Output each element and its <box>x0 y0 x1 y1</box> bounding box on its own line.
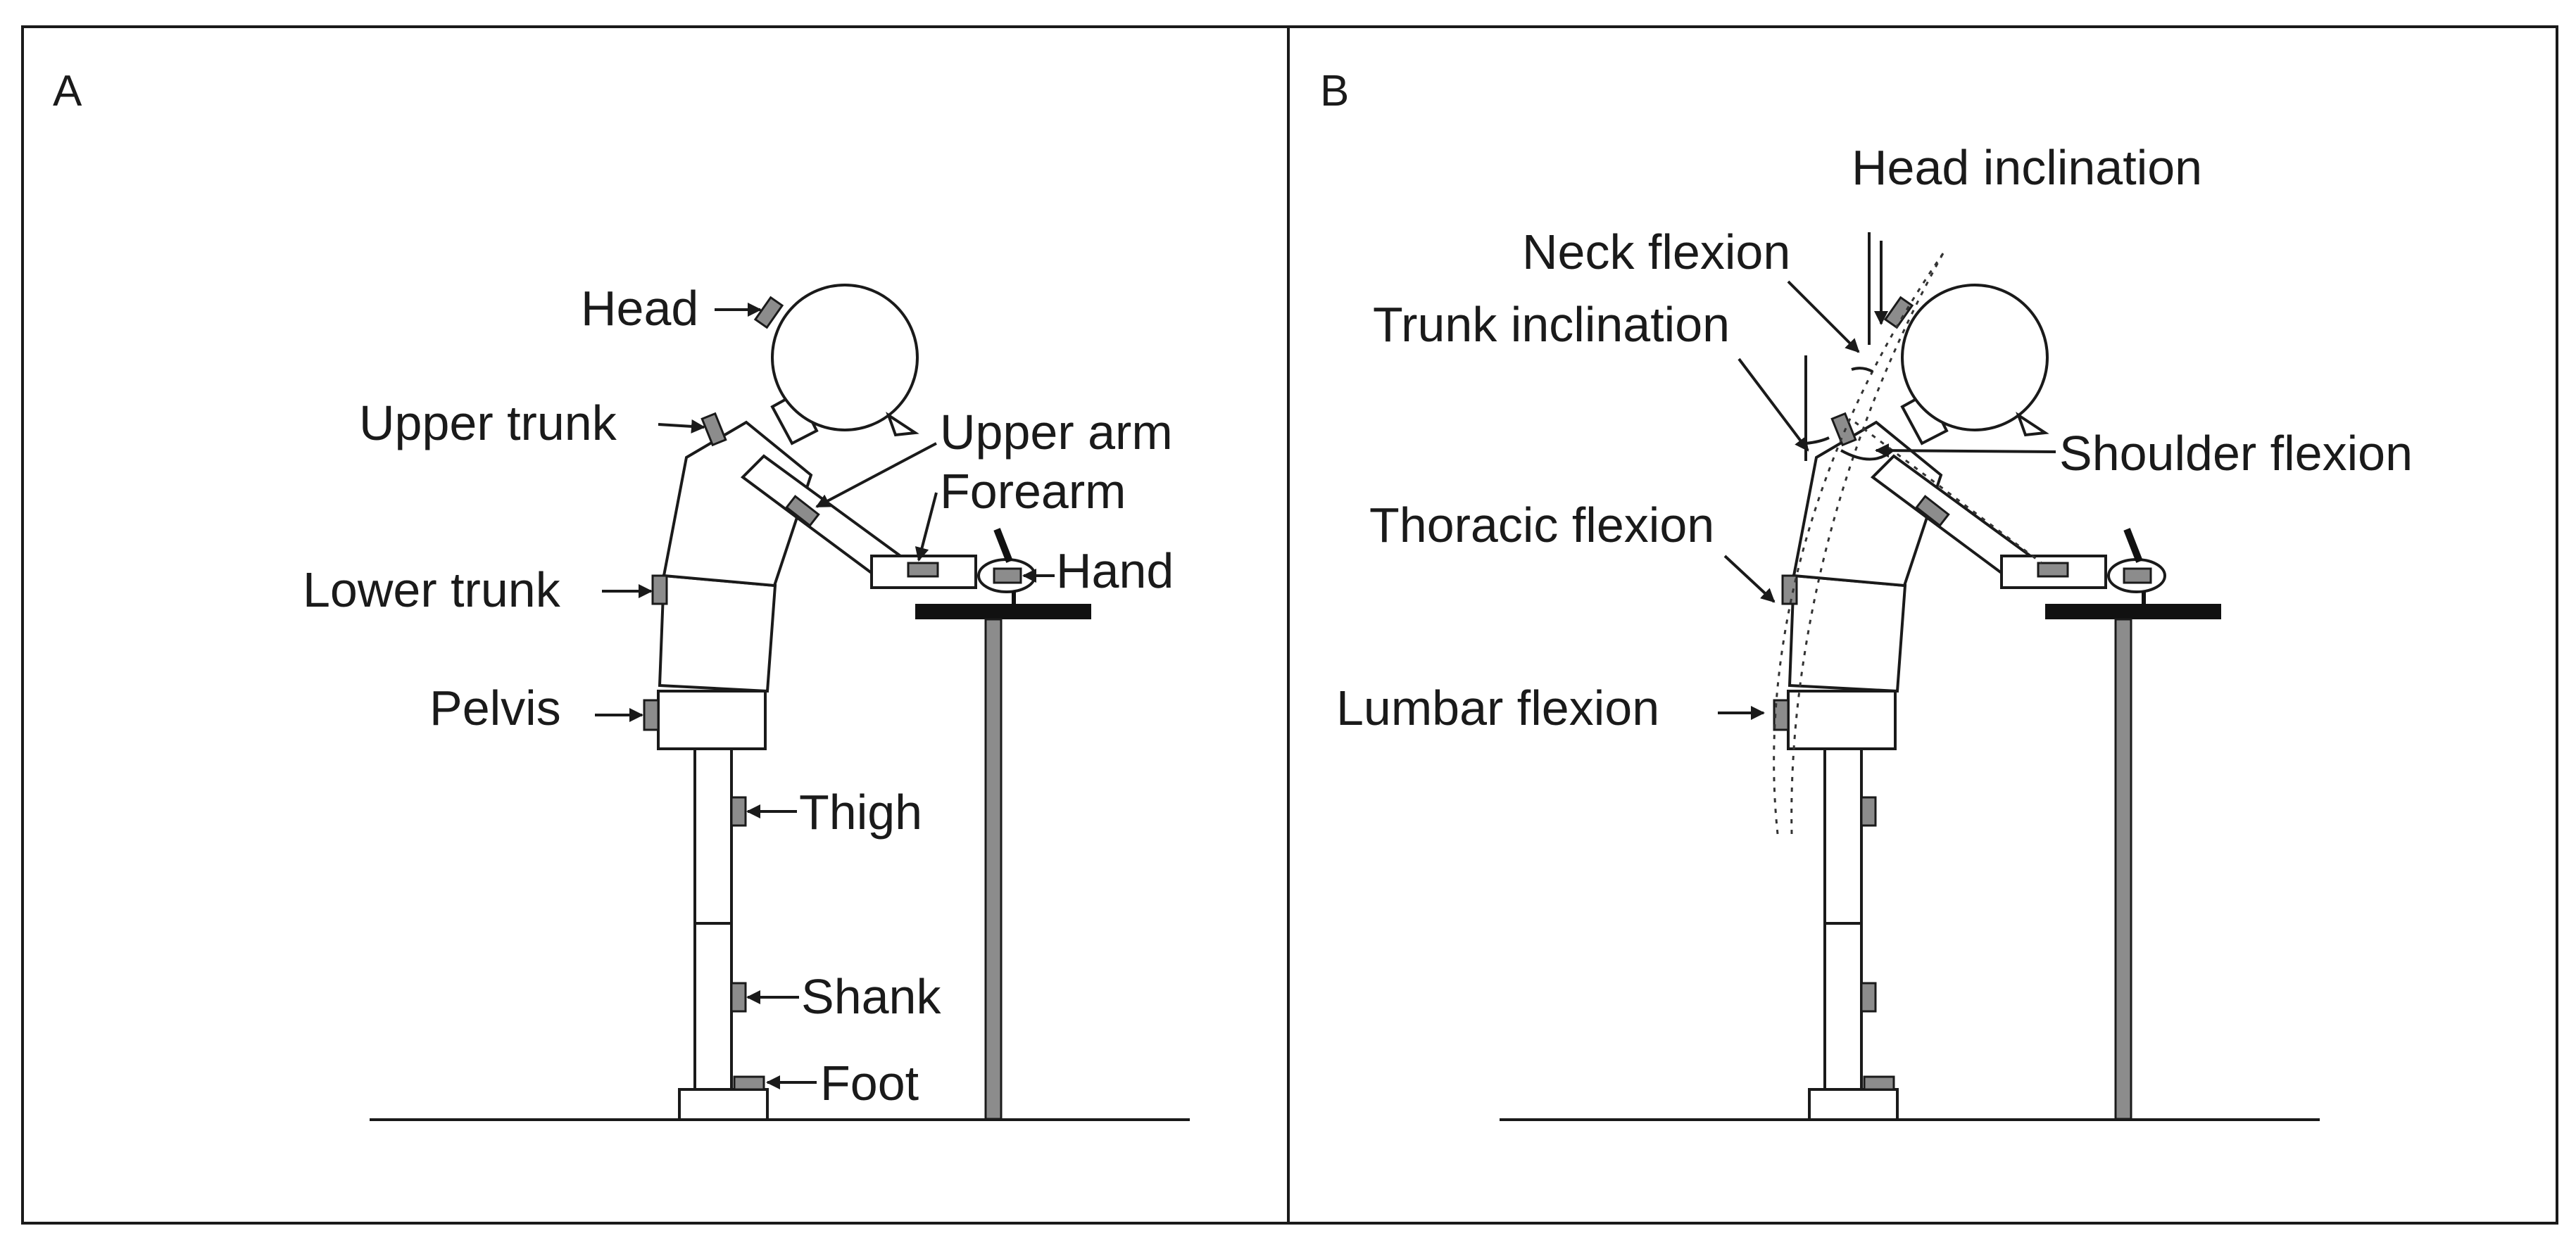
neck-flexion-arc <box>1851 367 1873 373</box>
label-shank: Shank <box>801 969 941 1024</box>
trunk-inclination-arc <box>1805 436 1830 445</box>
label-lumbar-flexion: Lumbar flexion <box>1336 681 1659 735</box>
label-upper-arm: Upper arm <box>940 405 1173 460</box>
panel-a: A Head Upper trunk Upper arm Forearm Han… <box>53 67 1190 1120</box>
label-pelvis: Pelvis <box>429 681 561 735</box>
spine-curve-inner <box>1790 253 1944 835</box>
label-hand: Hand <box>1056 543 1174 598</box>
spine-curve-outer <box>1773 253 1944 835</box>
label-shoulder-flexion: Shoulder flexion <box>2059 426 2413 481</box>
label-head-inclination: Head inclination <box>1852 140 2202 195</box>
label-neck-flexion: Neck flexion <box>1522 225 1790 279</box>
panel-b: B Head inclination Neck flexion Trunk in… <box>1320 67 2413 1120</box>
panel-b-letter: B <box>1320 67 1349 115</box>
label-thoracic-flexion: Thoracic flexion <box>1369 498 1714 552</box>
label-lower-trunk: Lower trunk <box>303 562 561 617</box>
label-forearm: Forearm <box>940 464 1126 519</box>
label-upper-trunk: Upper trunk <box>359 396 617 450</box>
label-trunk-inclination: Trunk inclination <box>1373 297 1730 352</box>
label-foot: Foot <box>820 1056 919 1111</box>
label-thigh: Thigh <box>799 785 922 840</box>
upper-arm-axis <box>1854 421 2042 564</box>
panel-a-letter: A <box>53 67 82 115</box>
label-head: Head <box>581 281 698 336</box>
